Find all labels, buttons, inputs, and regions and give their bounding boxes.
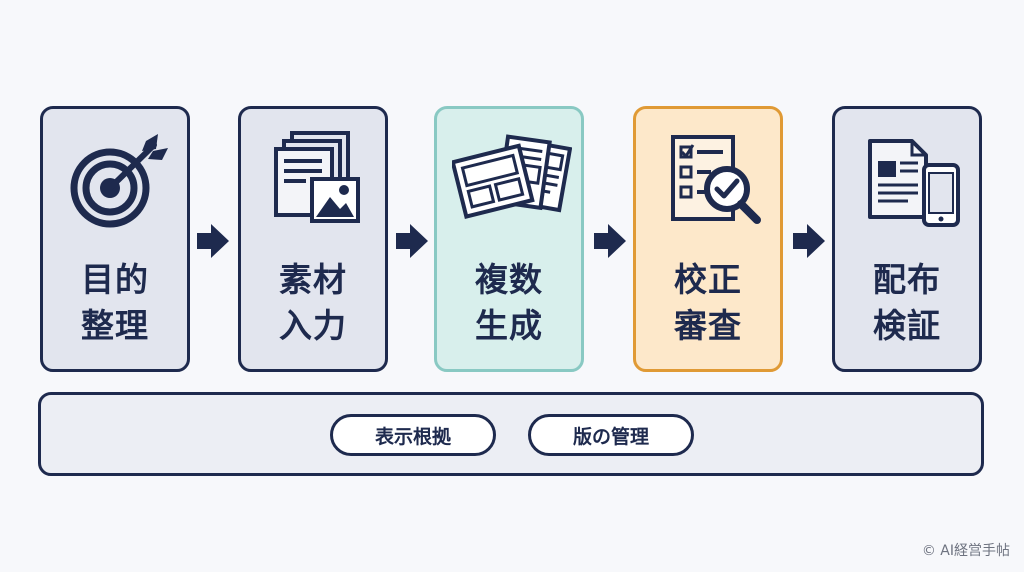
document-phone-icon — [850, 131, 970, 231]
step-label: 目的 整理 — [81, 260, 149, 345]
supporting-functions-bar: 表示根拠 版の管理 — [38, 392, 984, 476]
step-multiple-generation: 複数 生成 — [434, 106, 584, 372]
step-material-input: 素材 入力 — [238, 106, 388, 372]
pill-version-control: 版の管理 — [528, 414, 694, 456]
step-purpose-organize: 目的 整理 — [40, 106, 190, 372]
arrow-right-icon — [396, 224, 428, 258]
target-icon — [58, 131, 178, 231]
arrow-right-icon — [197, 224, 229, 258]
step-label: 配布 検証 — [873, 260, 941, 345]
step-label: 複数 生成 — [475, 260, 543, 345]
step-label: 素材 入力 — [279, 260, 347, 345]
arrow-right-icon — [793, 224, 825, 258]
documents-image-icon — [256, 131, 376, 231]
step-label: 校正 審査 — [674, 260, 742, 345]
copyright-notice: © AI経営手帖 — [921, 543, 1010, 559]
pill-display-basis: 表示根拠 — [330, 414, 496, 456]
checklist-magnifier-icon — [651, 131, 771, 231]
arrow-right-icon — [594, 224, 626, 258]
step-distribution-verification: 配布 検証 — [832, 106, 982, 372]
multiple-layouts-icon — [452, 131, 572, 231]
step-proofreading-review: 校正 審査 — [633, 106, 783, 372]
